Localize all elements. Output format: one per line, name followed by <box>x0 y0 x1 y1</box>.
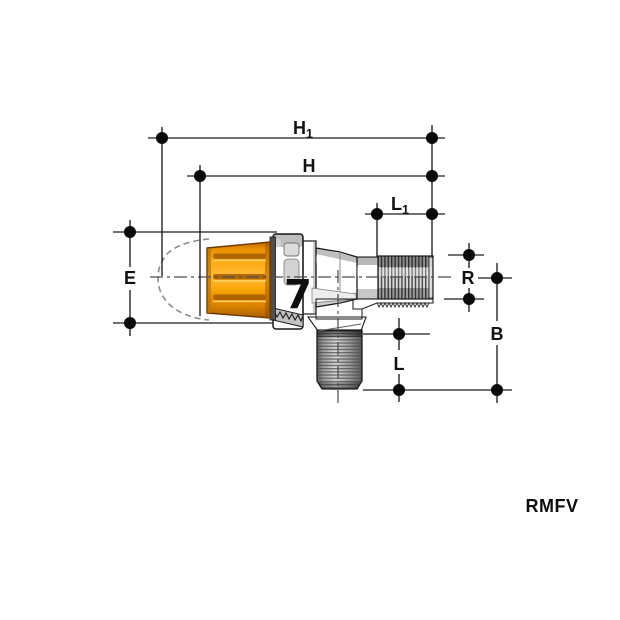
dimension-label-e: E <box>124 268 136 288</box>
dim-dot <box>393 384 405 396</box>
dimension-label-l: L <box>394 354 405 374</box>
outlet-transition <box>306 316 367 332</box>
dim-dot <box>426 208 438 220</box>
dimension-label-b: B <box>491 324 504 344</box>
dim-dot <box>371 208 383 220</box>
dim-dot <box>491 272 503 284</box>
body-marking-numeral: 7 <box>284 272 312 318</box>
pipe-plain-section <box>356 256 379 300</box>
valve-knob <box>206 241 271 319</box>
bottom-outlet-thread <box>316 329 363 390</box>
knob-base-ring <box>269 236 276 321</box>
dim-dot <box>491 384 503 396</box>
dimension-label-l1: L1 <box>391 194 409 217</box>
product-code: RMFV <box>526 496 579 516</box>
bonnet-serration <box>273 310 304 323</box>
ledge-serration <box>376 301 430 309</box>
dim-dot <box>426 170 438 182</box>
dim-dot <box>393 328 405 340</box>
dim-dot <box>156 132 168 144</box>
dim-dot <box>463 249 475 261</box>
dimension-label-h1: H1 <box>293 118 313 141</box>
under-pipe-ledge <box>352 298 434 310</box>
knob-grip-slots <box>213 253 266 303</box>
dim-dot <box>463 293 475 305</box>
dim-dot <box>124 317 136 329</box>
dimension-label-h: H <box>303 156 316 176</box>
dim-dot <box>124 226 136 238</box>
dimension-labels: H1 H L1 E R B L <box>124 118 504 374</box>
centerlines <box>150 270 455 403</box>
dim-dot <box>194 170 206 182</box>
phantom-knob-outline <box>157 238 210 321</box>
dimension-dots <box>124 132 503 396</box>
dim-dot <box>426 132 438 144</box>
dimension-label-r: R <box>462 268 475 288</box>
valve-illustration: 7 <box>157 233 434 390</box>
